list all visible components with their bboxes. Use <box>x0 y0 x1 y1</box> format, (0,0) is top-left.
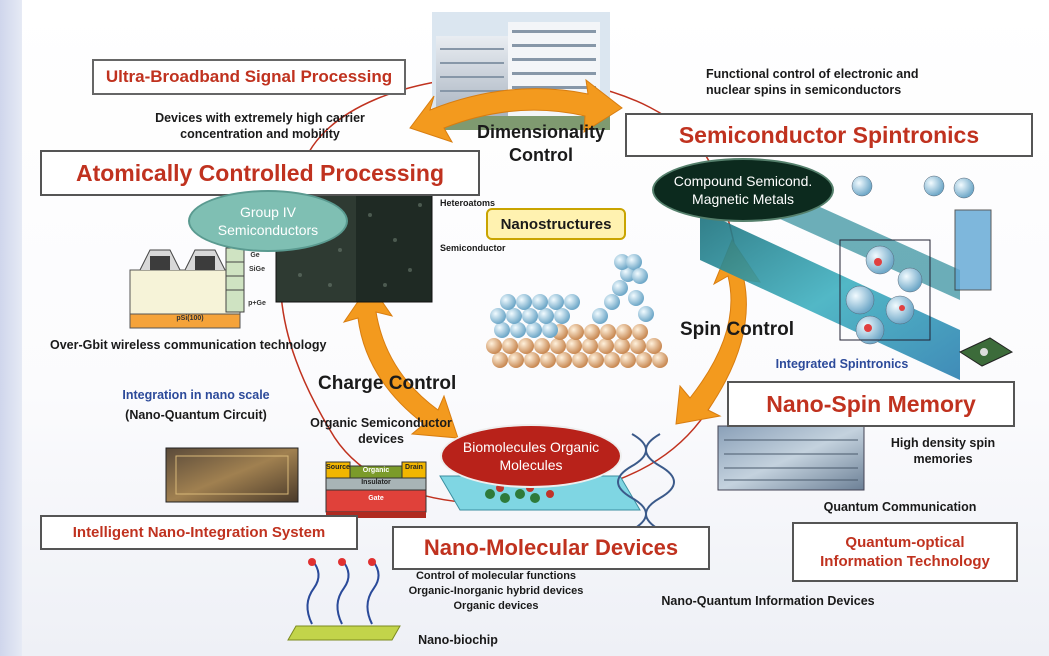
group-iv-label: Group IV Semiconductors <box>217 203 319 238</box>
organic-devices-text: Organic devices <box>453 600 539 612</box>
charge-control-arrow <box>342 283 459 439</box>
biomolecules-ellipse: Biomolecules Organic Molecules <box>440 424 622 488</box>
psi-label: pSi(100) <box>176 315 204 322</box>
biomolecules-label: Biomolecules Organic Molecules <box>462 438 600 473</box>
nano-molecular-title: Nano-Molecular Devices <box>423 535 679 560</box>
atomically-controlled-title: Atomically Controlled Processing <box>75 159 445 186</box>
over-gbit-text: Over-Gbit wireless communication technol… <box>50 338 327 352</box>
semiconductor-spintronics-title: Semiconductor Spintronics <box>678 121 980 148</box>
organic-semi-text: Organic Semiconductor devices <box>310 416 452 446</box>
nanostructures-label: Nanostructures <box>500 215 612 233</box>
spin-control-label: Spin Control <box>680 319 794 340</box>
source-label: Source <box>326 464 350 471</box>
dimensionality-control-label: Dimensionality Control <box>476 122 606 165</box>
integrated-spintronics-text: Integrated Spintronics <box>775 357 909 371</box>
group-iv-ellipse: Group IV Semiconductors <box>188 190 348 252</box>
spintronics-chip <box>958 337 1014 367</box>
functional-control-text: Functional control of electronic and nuc… <box>706 67 919 97</box>
quantum-optical-title: Quantum-optical Information Technology <box>820 533 990 571</box>
nanostructure-atom-model <box>486 254 668 368</box>
nanostructures-box: Nanostructures <box>486 208 626 240</box>
quantum-communication-text: Quantum Communication <box>823 500 977 514</box>
nano-biochip-text: Nano-biochip <box>418 633 498 647</box>
spin-memory-chip <box>717 425 865 491</box>
nano-biochip-illustration <box>287 558 401 641</box>
nano-quantum-info-text: Nano-Quantum Information Devices <box>661 594 875 608</box>
integration-nano-text: Integration in nano scale <box>122 388 270 402</box>
drain-label: Drain <box>405 464 423 471</box>
nano-spin-memory-title: Nano-Spin Memory <box>766 390 976 417</box>
heteroatoms-label: Heteroatoms <box>440 198 496 208</box>
atomically-controlled-box: Atomically Controlled Processing <box>40 150 480 196</box>
high-density-text: High density spin memories <box>890 436 996 466</box>
dimensionality-arrow <box>409 78 623 143</box>
group-iv-device-schematic <box>129 247 245 329</box>
organic-transistor <box>325 461 427 518</box>
intelligent-nano-box: Intelligent Nano-Integration System <box>40 515 358 550</box>
dna-helix <box>617 433 675 531</box>
nano-quantum-circuit-text: (Nano-Quantum Circuit) <box>125 408 267 422</box>
pge-label: p+Ge <box>248 300 266 307</box>
quantum-optical-box: Quantum-optical Information Technology <box>792 522 1018 582</box>
nano-molecular-box: Nano-Molecular Devices <box>392 526 710 570</box>
insulator-label: Insulator <box>361 479 391 486</box>
gate-label: Gate <box>368 495 384 502</box>
organic-label: Organic <box>362 467 390 474</box>
control-molecular-text: Control of molecular functions <box>415 570 577 582</box>
organic-inorganic-text: Organic-Inorganic hybrid devices <box>408 585 584 597</box>
compound-ellipse: Compound Semicond. Magnetic Metals <box>652 158 834 222</box>
integrated-circuit-chip <box>165 447 299 503</box>
compound-label: Compound Semicond. Magnetic Metals <box>673 172 813 207</box>
intelligent-nano-title: Intelligent Nano-Integration System <box>72 524 326 541</box>
semiconductor-label: Semiconductor <box>440 243 506 253</box>
semiconductor-spintronics-box: Semiconductor Spintronics <box>625 113 1033 157</box>
high-carrier-text: Devices with extremely high carrier conc… <box>155 111 365 141</box>
left-border-strip <box>0 0 22 656</box>
ge-label: Ge <box>250 252 260 259</box>
ultra-broadband-title: Ultra-Broadband Signal Processing <box>105 67 393 86</box>
nano-spin-memory-box: Nano-Spin Memory <box>727 381 1015 427</box>
charge-control-label: Charge Control <box>318 373 457 394</box>
sige-label: SiGe <box>249 266 265 273</box>
ultra-broadband-box: Ultra-Broadband Signal Processing <box>92 59 406 95</box>
